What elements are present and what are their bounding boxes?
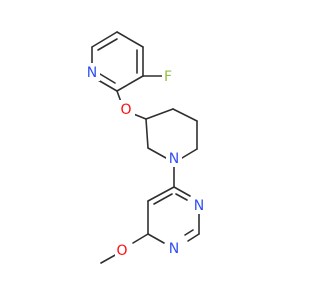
bond	[97, 79, 118, 92]
fluorine-atom: F	[164, 69, 172, 85]
bond	[145, 108, 174, 120]
bond	[181, 148, 198, 159]
piperidine-nitrogen-atom: N	[169, 151, 179, 167]
bond	[153, 193, 173, 205]
methoxy-oxygen-atom: O	[116, 243, 127, 259]
bond	[147, 147, 167, 159]
pyrimidine-nitrogen-atom: N	[194, 198, 204, 214]
bond	[147, 233, 165, 244]
pyrimidine-nitrogen-atom: N	[169, 241, 179, 257]
atom-layer: F N O N N N O	[84, 63, 207, 259]
bond	[99, 73, 116, 84]
molecule-diagram: F N O N N N O	[84, 31, 207, 264]
pyridine-nitrogen-atom: N	[87, 65, 97, 81]
bond	[116, 75, 144, 92]
bond	[100, 253, 118, 264]
structure-svg: F N O N N N O	[84, 31, 207, 264]
bond	[172, 108, 198, 122]
bond	[145, 118, 149, 149]
ether-oxygen-atom: O	[120, 102, 131, 118]
bond	[147, 186, 175, 202]
bond	[132, 233, 149, 244]
bond	[116, 31, 144, 48]
bond	[184, 229, 194, 236]
bond	[97, 38, 118, 51]
bond	[175, 193, 188, 201]
bond	[173, 186, 191, 197]
bond-layer	[91, 31, 200, 264]
bond	[187, 233, 200, 242]
bond	[91, 31, 118, 48]
